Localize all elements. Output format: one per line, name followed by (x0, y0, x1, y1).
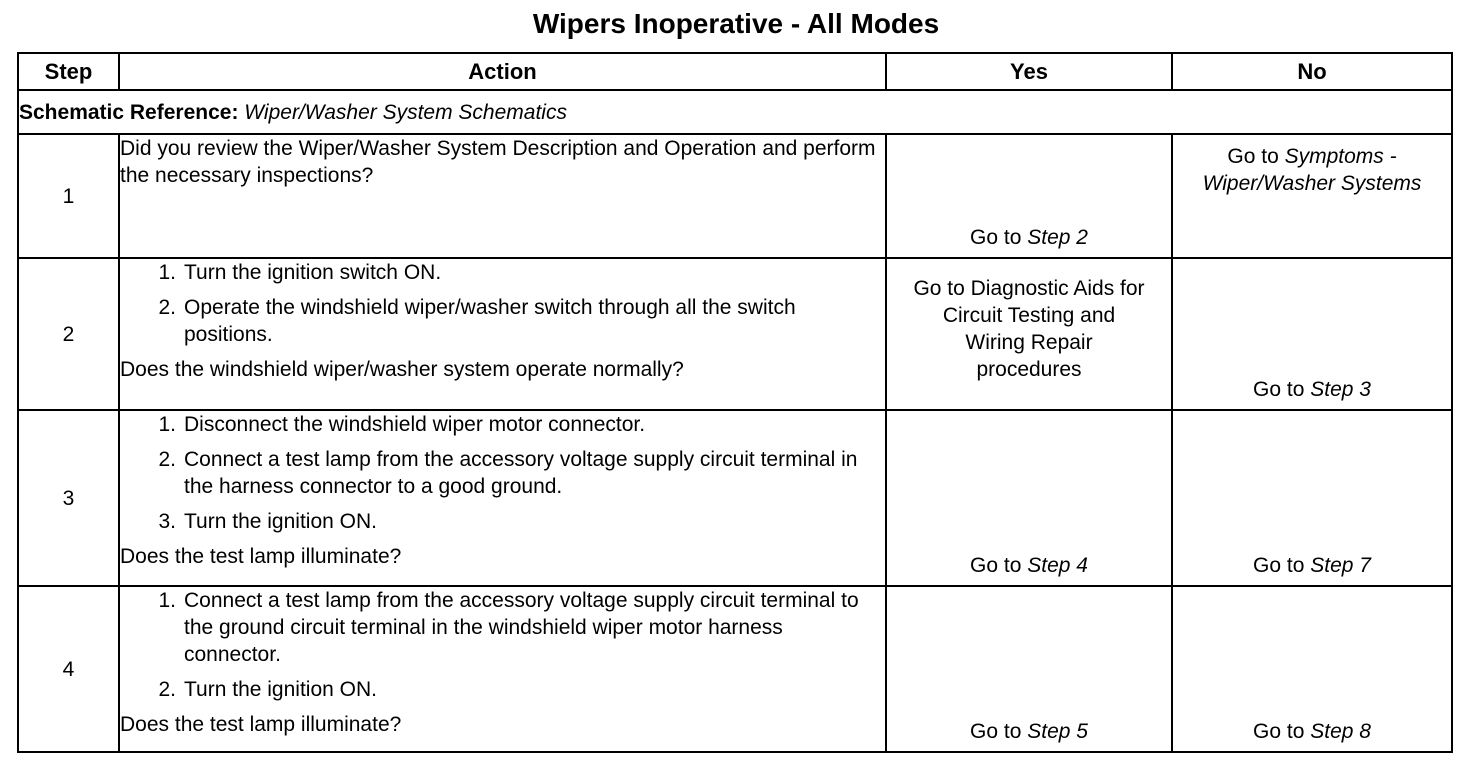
list-item-number: 1. (158, 589, 176, 612)
action-cell: Did you review the Wiper/Washer System D… (118, 133, 887, 259)
page-title: Wipers Inoperative - All Modes (532, 8, 940, 39)
diagnostic-table: Step Action Yes No Schematic Reference: … (17, 52, 1453, 753)
yes-result: Go to Step 2 (887, 224, 1171, 251)
header-yes: Yes (885, 52, 1173, 91)
no-prefix: Go to (1253, 554, 1311, 577)
action-text: Did you review the Wiper/Washer System D… (120, 137, 876, 187)
header-step: Step (17, 52, 120, 91)
no-result: Go to Step 7 (1173, 552, 1451, 579)
yes-result[interactable]: Go to Diagnostic Aids for Circuit Testin… (913, 277, 1145, 381)
list-item-number: 1. (158, 261, 176, 284)
no-cell: Go to Step 3 (1171, 257, 1453, 411)
yes-prefix: Go to (970, 226, 1028, 249)
list-item-number: 2. (158, 678, 176, 701)
no-prefix: Go to (1253, 378, 1311, 401)
list-item: 2. Turn the ignition ON. (120, 676, 885, 703)
yes-result: Go to Step 4 (887, 552, 1171, 579)
no-result: Go to Symptoms - Wiper/Washer Systems (1173, 135, 1451, 197)
list-item-text: Turn the ignition ON. (184, 510, 377, 533)
list-item: 3. Turn the ignition ON. (120, 508, 885, 535)
list-item: 1. Disconnect the windshield wiper motor … (120, 411, 885, 438)
table-row: 4 1. Connect a test lamp from the accesso… (17, 585, 1453, 753)
no-prefix: Go to (1253, 720, 1311, 743)
step-number: 4 (17, 585, 120, 753)
no-result: Go to Step 8 (1173, 718, 1451, 745)
table-row: 1 Did you review the Wiper/Washer System… (17, 133, 1453, 259)
yes-prefix: Go to (970, 554, 1028, 577)
no-cell: Go to Symptoms - Wiper/Washer Systems (1171, 133, 1453, 259)
yes-cell: Go to Step 2 (885, 133, 1173, 259)
schematic-reference-label: Schematic Reference: (19, 100, 239, 124)
no-cell: Go to Step 8 (1171, 585, 1453, 753)
step-number: 1 (17, 133, 120, 259)
list-item-number: 1. (158, 413, 176, 436)
yes-step-link[interactable]: Step 4 (1027, 554, 1088, 577)
step-number: 3 (17, 409, 120, 587)
list-item-text: Connect a test lamp from the accessory v… (184, 589, 859, 666)
list-item-text: Disconnect the windshield wiper motor co… (184, 413, 646, 436)
step-number: 2 (17, 257, 120, 411)
action-cell: 1. Disconnect the windshield wiper motor … (118, 409, 887, 587)
yes-step-link[interactable]: Step 2 (1027, 226, 1088, 249)
list-item-text: Turn the ignition ON. (184, 678, 377, 701)
header-row: Step Action Yes No (17, 52, 1453, 91)
list-item-number: 2. (158, 296, 176, 319)
no-step-link[interactable]: Step 7 (1310, 554, 1371, 577)
yes-cell: Go to Diagnostic Aids for Circuit Testin… (885, 257, 1173, 411)
question-text: Does the test lamp illuminate? (120, 545, 402, 568)
no-step-link[interactable]: Step 8 (1310, 720, 1371, 743)
list-item-text: Connect a test lamp from the accessory v… (184, 448, 858, 498)
schematic-reference-link[interactable]: Wiper/Washer System Schematics (244, 100, 567, 124)
question-text: Does the test lamp illuminate? (120, 713, 402, 736)
header-no: No (1171, 52, 1453, 91)
list-item-text: Operate the windshield wiper/washer swit… (184, 296, 796, 346)
yes-step-link[interactable]: Step 5 (1027, 720, 1088, 743)
header-action: Action (118, 52, 887, 91)
yes-cell: Go to Step 4 (885, 409, 1173, 587)
question-text: Does the windshield wiper/washer system … (120, 358, 684, 381)
list-item: 2. Connect a test lamp from the accessory… (120, 446, 885, 500)
action-cell: 1. Turn the ignition switch ON. 2. Operate… (118, 257, 887, 411)
list-item: 1. Turn the ignition switch ON. (120, 259, 885, 286)
list-item-text: Turn the ignition switch ON. (184, 261, 442, 284)
no-result: Go to Step 3 (1173, 376, 1451, 403)
table-row: 2 1. Turn the ignition switch ON. 2. Opera… (17, 257, 1453, 411)
no-step-link[interactable]: Step 3 (1310, 378, 1371, 401)
list-item: 2. Operate the windshield wiper/washer sw… (120, 294, 885, 348)
table-row: 3 1. Disconnect the windshield wiper moto… (17, 409, 1453, 587)
list-item-number: 2. (158, 448, 176, 471)
yes-cell: Go to Step 5 (885, 585, 1173, 753)
no-symptoms-link[interactable]: Symptoms - Wiper/Washer Systems (1202, 145, 1422, 195)
schematic-reference: Schematic Reference: Wiper/Washer System… (17, 89, 1453, 135)
list-item-number: 3. (158, 510, 176, 533)
yes-prefix: Go to (970, 720, 1028, 743)
schematic-reference-row: Schematic Reference: Wiper/Washer System… (17, 89, 1453, 135)
action-cell: 1. Connect a test lamp from the accessory… (118, 585, 887, 753)
no-prefix: Go to (1227, 145, 1285, 168)
list-item: 1. Connect a test lamp from the accessory… (120, 587, 885, 668)
yes-result: Go to Step 5 (887, 718, 1171, 745)
no-cell: Go to Step 7 (1171, 409, 1453, 587)
